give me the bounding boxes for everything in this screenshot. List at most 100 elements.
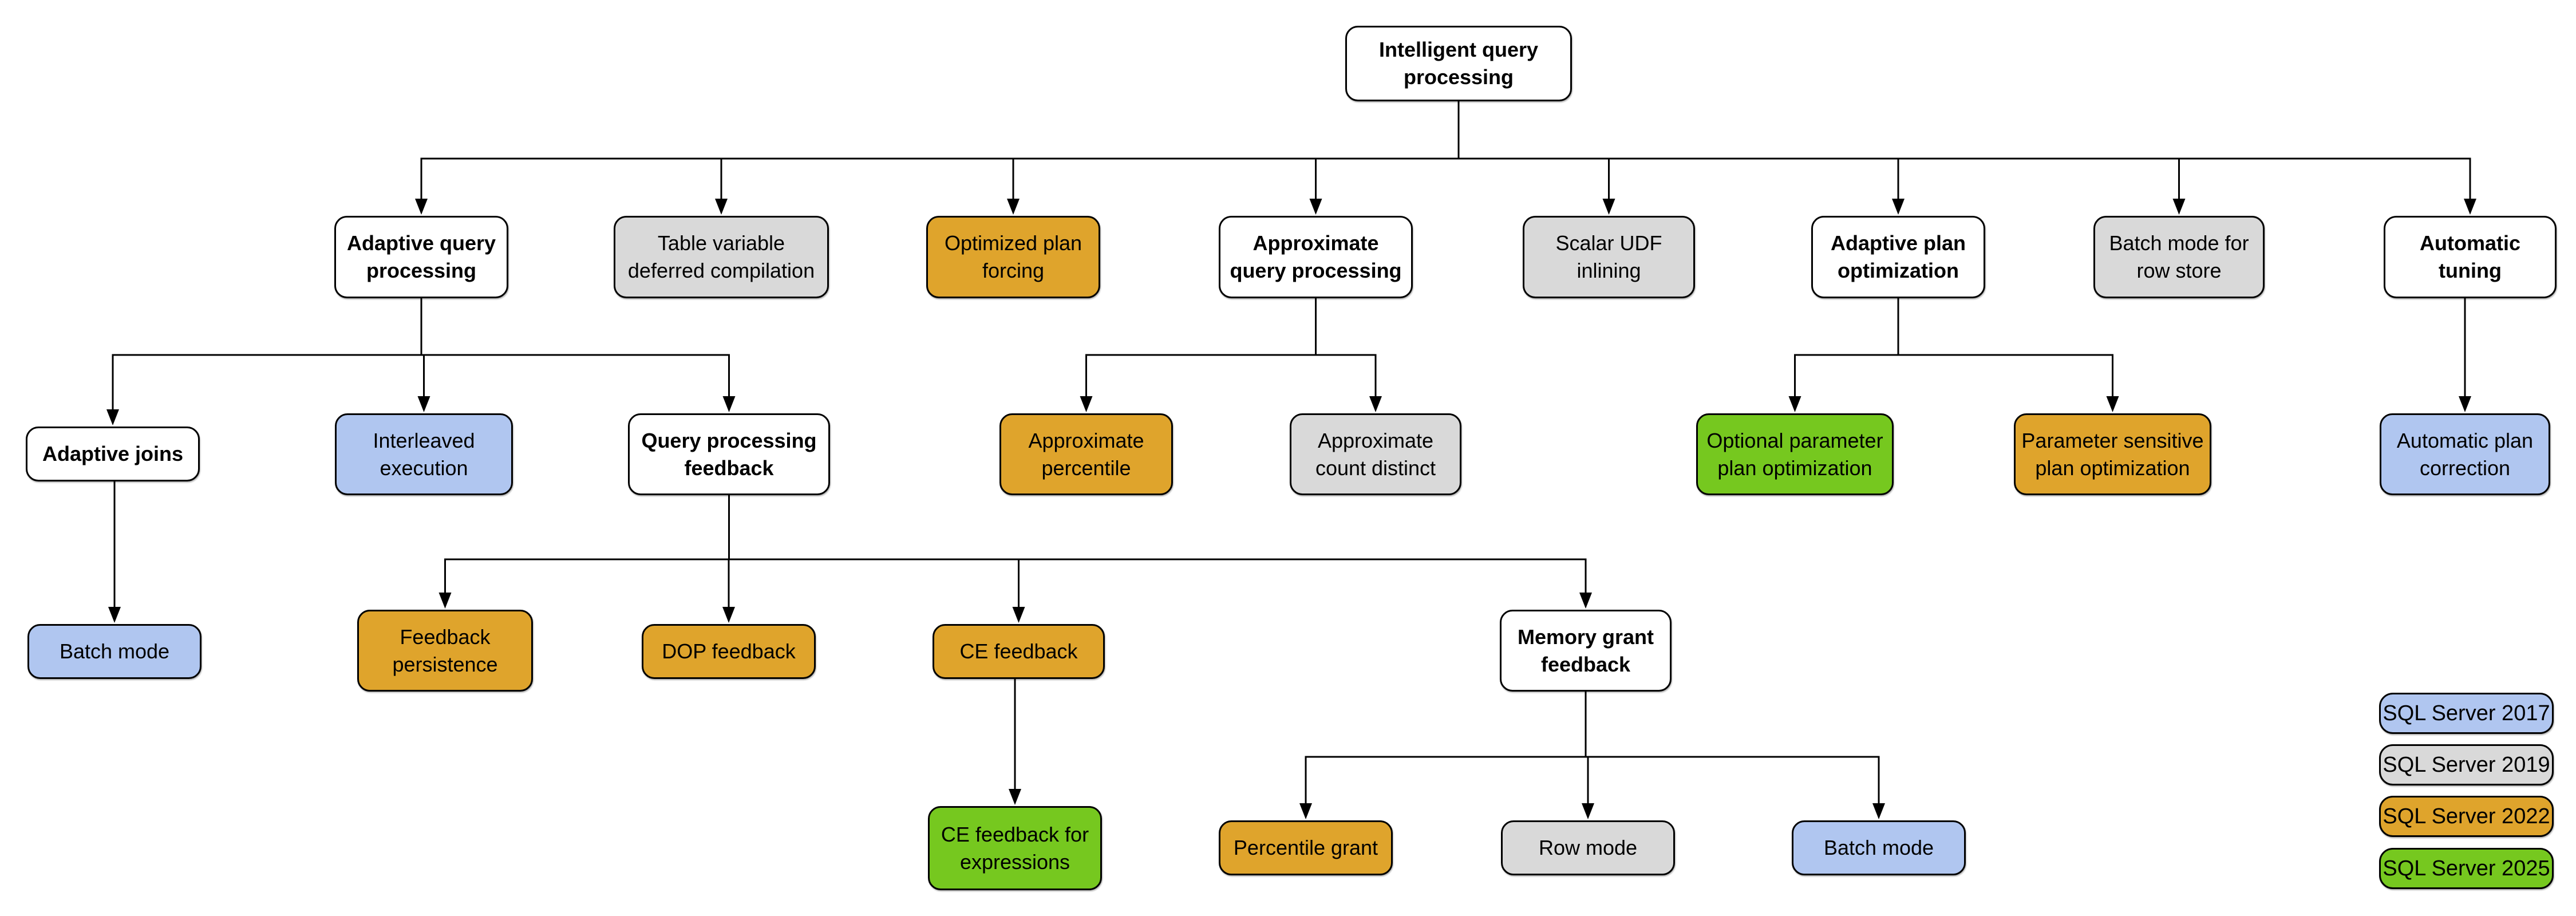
node-label-line: Adaptive plan xyxy=(1830,231,1966,255)
legend-label: SQL Server 2022 xyxy=(2383,804,2550,828)
node-label-line: Percentile grant xyxy=(1233,836,1378,859)
node-ap: Approximate percentile xyxy=(999,413,1173,495)
node-label-line: execution xyxy=(380,456,468,480)
node-rm: Row mode xyxy=(1501,820,1675,875)
node-qpf: Query processing feedback xyxy=(628,413,830,495)
edge-arrowhead xyxy=(2172,199,2186,215)
edge-arrowhead xyxy=(108,607,121,623)
legend-item-sql-server-2022: SQL Server 2022 xyxy=(2379,796,2554,837)
edge-arrowhead xyxy=(722,607,735,623)
legend-label: SQL Server 2017 xyxy=(2383,701,2550,725)
node-apo: Adaptive plan optimization xyxy=(1811,216,1985,298)
edge-arrowhead xyxy=(1788,396,1801,412)
edge-arrowhead xyxy=(1579,593,1592,609)
node-label-line: persistence xyxy=(392,652,498,676)
node-pspo: Parameter sensitive plan optimization xyxy=(2014,413,2211,495)
node-acd: Approximate count distinct xyxy=(1290,413,1461,495)
node-mgf: Memory grant feedback xyxy=(1500,610,1672,692)
node-label-line: feedback xyxy=(1540,652,1631,676)
node-bm2: Batch mode xyxy=(1792,820,1966,875)
node-label-line: optimization xyxy=(1838,259,1959,282)
node-pg: Percentile grant xyxy=(1219,820,1393,875)
legend-label: SQL Server 2025 xyxy=(2383,856,2550,881)
node-label-line: forcing xyxy=(982,259,1045,282)
edge-arrowhead xyxy=(2106,396,2119,412)
node-label-line: tuning xyxy=(2439,259,2502,282)
node-label-line: query processing xyxy=(1230,259,1402,282)
node-label-line: Memory grant xyxy=(1517,625,1654,649)
node-label-line: deferred compilation xyxy=(627,259,815,282)
node-fp: Feedback persistence xyxy=(357,610,533,692)
node-label-line: Approximate xyxy=(1253,231,1379,255)
legend-item-sql-server-2017: SQL Server 2017 xyxy=(2379,693,2554,734)
legend-item-sql-server-2019: SQL Server 2019 xyxy=(2379,744,2554,785)
node-bm1: Batch mode xyxy=(27,624,202,679)
node-label-line: CE feedback xyxy=(959,639,1078,663)
node-label-line: Row mode xyxy=(1538,836,1638,859)
node-label-line: Optimized plan xyxy=(944,231,1082,255)
node-label-line: Adaptive query xyxy=(346,231,496,255)
edge-arrowhead xyxy=(1892,199,1905,215)
edge-arrowhead xyxy=(106,409,119,425)
node-label-line: row store xyxy=(2136,259,2222,282)
edge-arrowhead xyxy=(417,396,430,412)
edge-arrowhead xyxy=(1582,803,1594,819)
node-label-line: Automatic xyxy=(2419,231,2520,255)
edge-arrowhead xyxy=(1309,199,1322,215)
node-label-line: Parameter sensitive xyxy=(2021,428,2204,452)
node-label-line: expressions xyxy=(959,850,1070,874)
node-label-line: Approximate xyxy=(1317,428,1434,452)
edge-arrowhead xyxy=(1007,199,1020,215)
node-label-line: Scalar UDF xyxy=(1555,231,1662,255)
node-dopf: DOP feedback xyxy=(642,624,816,679)
node-label-line: processing xyxy=(1403,65,1514,89)
node-cef: CE feedback xyxy=(933,624,1105,679)
edge-arrowhead xyxy=(1012,607,1025,623)
node-label-line: Adaptive joins xyxy=(42,442,184,465)
node-label-line: DOP feedback xyxy=(662,639,796,663)
node-aj: Adaptive joins xyxy=(26,427,200,481)
node-label-line: Approximate xyxy=(1028,428,1144,452)
node-label-line: plan optimization xyxy=(2035,456,2190,480)
node-label-line: Batch mode xyxy=(59,639,170,663)
node-tvdc: Table variable deferred compilation xyxy=(614,216,829,298)
node-aqp: Adaptive query processing xyxy=(334,216,508,298)
node-oppo: Optional parameter plan optimization xyxy=(1696,413,1894,495)
edge-arrowhead xyxy=(1872,803,1885,819)
node-label-line: Intelligent query xyxy=(1378,38,1539,61)
node-label-line: plan optimization xyxy=(1717,456,1872,480)
edge-arrowhead xyxy=(438,593,452,609)
node-axqp: Approximate query processing xyxy=(1219,216,1413,298)
node-cefe: CE feedback for expressions xyxy=(928,806,1102,890)
node-opf: Optimized plan forcing xyxy=(926,216,1100,298)
edge-arrowhead xyxy=(2464,199,2476,215)
node-label-line: percentile xyxy=(1041,456,1131,480)
edge-arrowhead xyxy=(715,199,728,215)
edge-arrowhead xyxy=(2459,396,2471,412)
node-sudf: Scalar UDF inlining xyxy=(1523,216,1695,298)
legend-label: SQL Server 2019 xyxy=(2383,752,2550,777)
node-label-line: processing xyxy=(366,259,477,282)
edge-arrowhead xyxy=(1602,199,1615,215)
node-at: Automatic tuning xyxy=(2384,216,2557,298)
node-label-line: Table variable xyxy=(657,231,785,255)
node-label-line: Feedback xyxy=(400,625,491,649)
node-label-line: inlining xyxy=(1577,259,1641,282)
node-label-line: Batch mode xyxy=(1823,836,1934,859)
edge-arrowhead xyxy=(1080,396,1093,412)
node-label-line: CE feedback for xyxy=(941,822,1089,846)
node-label-line: feedback xyxy=(684,456,774,480)
edge-arrowhead xyxy=(722,396,736,412)
edge-arrowhead xyxy=(415,199,428,215)
node-label-line: Query processing xyxy=(641,428,817,452)
node-label-line: count distinct xyxy=(1315,456,1436,480)
edge-arrowhead xyxy=(1369,396,1382,412)
node-label-line: Optional parameter xyxy=(1706,428,1883,452)
edge-arrowhead xyxy=(1009,789,1021,805)
node-label-line: Automatic plan xyxy=(2396,428,2534,452)
